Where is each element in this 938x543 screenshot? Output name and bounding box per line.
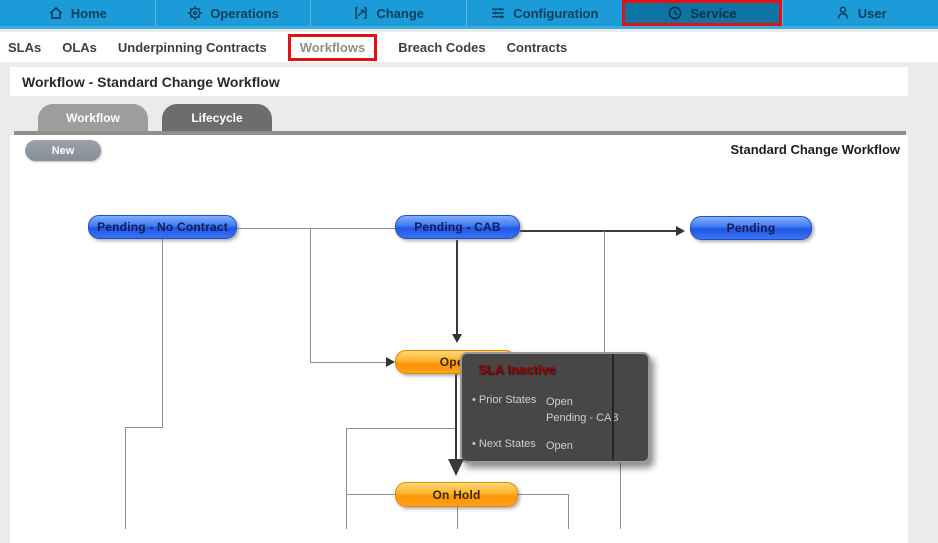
nav-item-configuration[interactable]: Configuration [466,0,622,26]
operations-icon [187,5,203,21]
connector-line [346,428,347,529]
connector-line [518,494,568,495]
sub-nav: SLAs OLAs Underpinning Contracts Workflo… [0,32,938,62]
tab-bar: Workflow Lifecycle [38,104,272,131]
tooltip-next-states-label: • Next States [472,438,536,450]
service-icon [667,5,683,21]
change-icon [353,5,369,21]
state-node-pending-cab[interactable]: Pending - CAB [395,215,520,239]
connector-line [310,228,311,362]
bullet: • [472,438,476,450]
tab-divider [14,131,906,135]
nav-item-label: Operations [210,5,279,21]
tooltip-prior-states-label: • Prior States [472,394,537,406]
configuration-icon [490,5,506,21]
nav-item-label: Home [70,5,107,21]
subnav-item-underpinning-contracts[interactable]: Underpinning Contracts [117,39,267,55]
connector-line [346,494,395,495]
connector-line [620,462,621,529]
tooltip-next-states-values: Open [546,440,573,452]
subnav-item-contracts[interactable]: Contracts [506,39,568,55]
tooltip-title: SLA Inactive [478,362,556,377]
top-nav: Home Operations Change Configuration Ser… [0,0,938,29]
connector-line [457,507,458,529]
workflow-name-label: Standard Change Workflow [730,142,901,157]
connector-line [568,494,569,529]
state-node-pending-no-contract[interactable]: Pending - No Contract [88,215,237,239]
nav-item-label: Configuration [513,5,599,21]
subnav-item-breach-codes[interactable]: Breach Codes [398,39,486,55]
arrowhead-cab-to-open [452,334,462,343]
subnav-item-slas[interactable]: SLAs [8,39,42,55]
nav-item-label: User [857,5,887,21]
arrowhead-into-open [386,357,395,367]
tab-workflow[interactable]: Workflow [38,104,148,131]
arrowhead-open-to-onhold [448,459,464,476]
sla-tooltip: SLA Inactive • Prior States Open Pending… [460,352,650,463]
bullet: • [472,394,476,406]
page-title: Workflow - Standard Change Workflow [22,73,280,90]
connector-line [125,427,126,529]
new-button[interactable]: New [25,140,101,161]
nav-item-operations[interactable]: Operations [154,0,311,26]
nav-item-service[interactable]: Service [621,0,783,26]
connector-line [604,231,605,352]
nav-item-change[interactable]: Change [310,0,466,26]
connector-line [310,362,388,363]
connector-line [237,228,395,229]
nav-item-home[interactable]: Home [0,0,155,26]
nav-item-label: Change [376,5,425,21]
connector-arrow [520,230,678,232]
connector-line [162,239,163,427]
connector-line [125,427,163,428]
subnav-item-workflows[interactable]: Workflows [287,33,378,61]
arrowhead-into-pending [676,226,685,236]
home-icon [48,5,64,21]
tab-lifecycle[interactable]: Lifecycle [162,104,272,131]
subnav-item-olas[interactable]: OLAs [62,39,97,55]
connector-arrow [456,240,458,334]
connector-line-over-tooltip [612,354,614,460]
tooltip-prior-states-values: Open Pending - CAB [546,396,619,424]
workflow-canvas: New Standard Change Workflow Pending - N… [10,135,908,543]
connector-line [346,428,457,429]
nav-item-user[interactable]: User [782,0,938,26]
user-icon [835,5,851,21]
heading-band: Workflow - Standard Change Workflow [10,67,908,96]
state-node-pending[interactable]: Pending [690,216,812,240]
state-node-on-hold[interactable]: On Hold [395,482,518,507]
connector-arrow [455,374,457,462]
nav-item-label: Service [690,5,737,21]
